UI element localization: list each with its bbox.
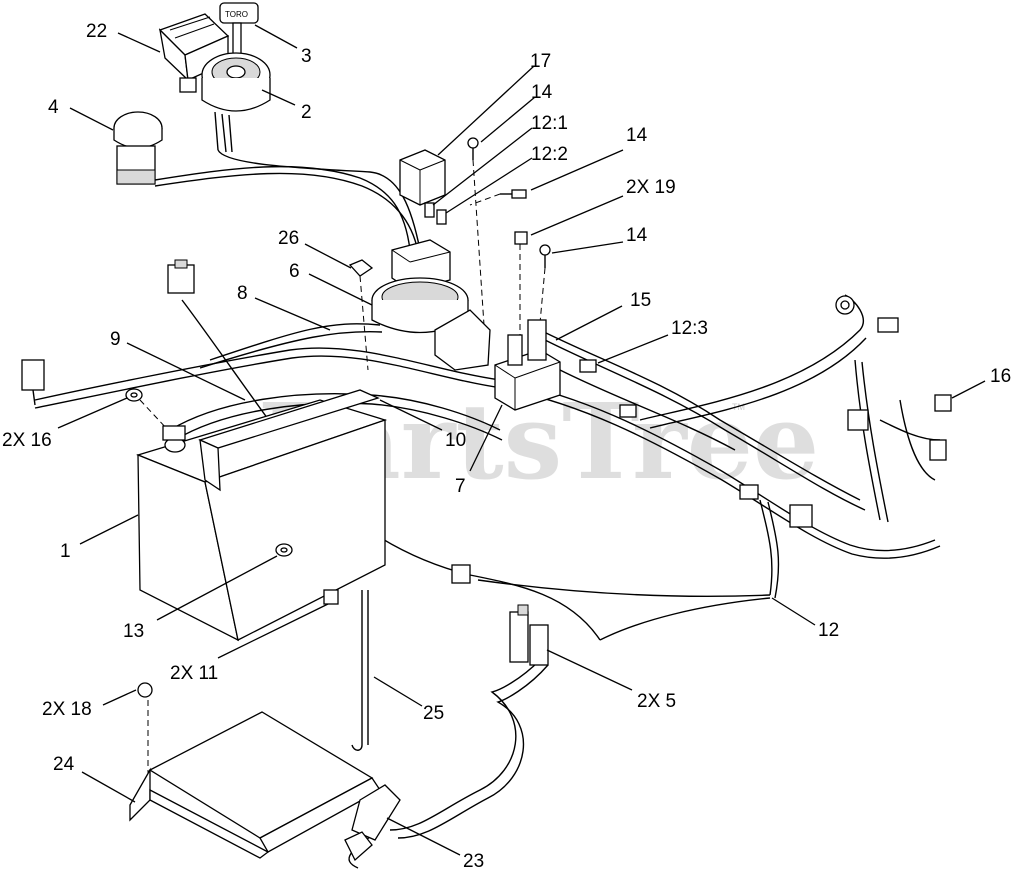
terminal-block-part (494, 319, 561, 411)
rod-part (351, 590, 363, 751)
callout-13: 13 (123, 621, 144, 642)
callout-12-1: 12:1 (531, 113, 568, 134)
callout-2x11: 2X 11 (170, 663, 218, 684)
relay-part (399, 149, 446, 206)
hour-meter-part (158, 13, 230, 93)
callout-2: 2 (301, 102, 312, 123)
callout-10: 10 (445, 430, 466, 451)
callout-6: 6 (289, 261, 300, 282)
connector-part (167, 259, 195, 294)
callout-3: 3 (301, 46, 312, 67)
callout-23: 23 (463, 851, 484, 872)
ignition-switch-part (201, 52, 271, 153)
callout-16: 16 (990, 366, 1011, 387)
callout-25: 25 (423, 703, 444, 724)
screw-parts (467, 137, 551, 268)
callout-12-3: 12:3 (671, 318, 708, 339)
hold-down-part (198, 389, 380, 492)
callout-14-a: 14 (531, 82, 553, 103)
module-part (371, 277, 491, 371)
battery-tray-part (129, 711, 381, 859)
callout-12-2: 12:2 (531, 144, 568, 165)
callout-2x18: 2X 18 (42, 699, 92, 720)
fuse-holder-part (391, 202, 451, 291)
key-tag-text: TORO (225, 10, 248, 19)
left-connector-part (21, 359, 45, 406)
callout-14-c: 14 (626, 225, 648, 246)
callout-2x5: 2X 5 (637, 691, 676, 712)
callout-12: 12 (818, 620, 839, 641)
callout-22: 22 (86, 21, 107, 42)
right-connectors-part (579, 295, 952, 528)
callout-8: 8 (237, 283, 248, 304)
leader-lines (57, 24, 986, 856)
washer-parts (125, 388, 339, 698)
callout-26: 26 (278, 228, 299, 249)
callout-15: 15 (630, 290, 651, 311)
battery-part (136, 399, 388, 642)
callout-4: 4 (48, 97, 59, 118)
clip-part (348, 259, 374, 277)
callout-7: 7 (455, 476, 466, 497)
switch-part (509, 604, 549, 666)
callout-labels: 22 3 2 4 17 14 12:1 12:2 14 2X 19 14 26 … (2, 21, 1011, 872)
push-button-part (113, 111, 163, 185)
callout-1: 1 (60, 541, 71, 562)
callout-9: 9 (110, 329, 121, 350)
callout-2x19: 2X 19 (626, 177, 676, 198)
callout-17: 17 (530, 51, 551, 72)
plug-part (344, 784, 401, 862)
callout-24: 24 (53, 754, 75, 775)
callout-14-b: 14 (626, 125, 648, 146)
key-part: TORO (219, 2, 259, 60)
callout-2x16: 2X 16 (2, 430, 52, 451)
